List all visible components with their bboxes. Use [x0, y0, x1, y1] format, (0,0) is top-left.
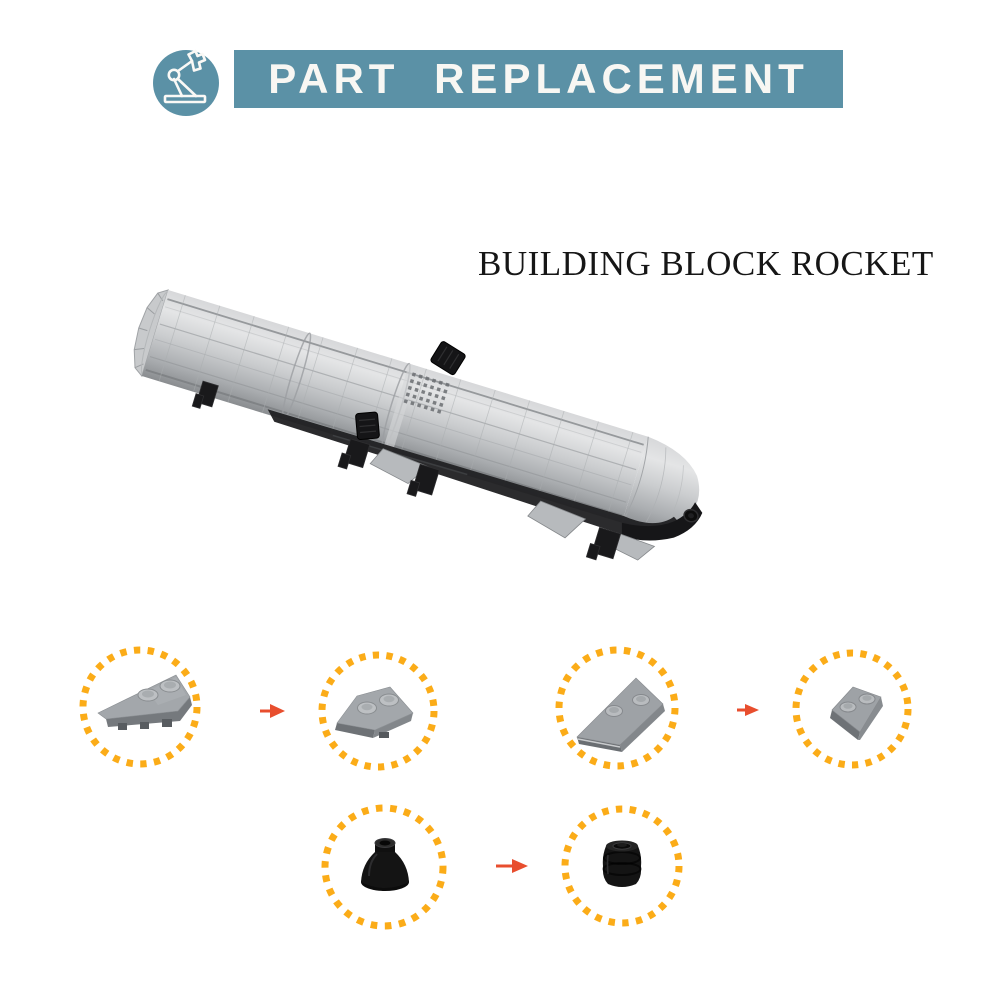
arrow-right-icon	[737, 704, 759, 716]
arrow-right-icon	[260, 704, 285, 718]
dotted-circle-icon	[561, 805, 683, 927]
replacement-circle-from-3	[319, 802, 449, 932]
arrow-right-icon	[496, 859, 528, 873]
part-wedge-plate-2x2-left-icon	[335, 686, 414, 738]
header-banner: PART REPLACEMENT	[234, 50, 843, 108]
banner-title: PART REPLACEMENT	[268, 55, 809, 102]
replacement-circle-to-3	[559, 803, 685, 929]
replacement-circle-to-1	[316, 649, 440, 773]
replacement-circle-to-2	[790, 647, 914, 771]
part-wedge-plate-2x2-right-icon	[830, 686, 883, 740]
replacement-circle-from-2	[553, 644, 681, 772]
dotted-circle-icon	[792, 649, 912, 769]
part-wedge-plate-4x2-right-icon	[576, 677, 665, 752]
part-cone-2x2-black-icon	[361, 838, 409, 891]
dotted-circle-icon	[321, 804, 447, 930]
dotted-circle-icon	[318, 651, 438, 771]
part-wedge-plate-4x2-left-icon	[97, 674, 192, 730]
replacement-circle-from-1	[77, 644, 203, 770]
rocket-model-image	[133, 289, 703, 561]
robot-arm-icon	[153, 49, 219, 116]
dotted-circle-icon	[79, 646, 201, 768]
dotted-circle-icon	[555, 646, 679, 770]
part-round-brick-2x2-black-icon	[602, 840, 642, 887]
product-title: BUILDING BLOCK ROCKET	[478, 244, 934, 283]
